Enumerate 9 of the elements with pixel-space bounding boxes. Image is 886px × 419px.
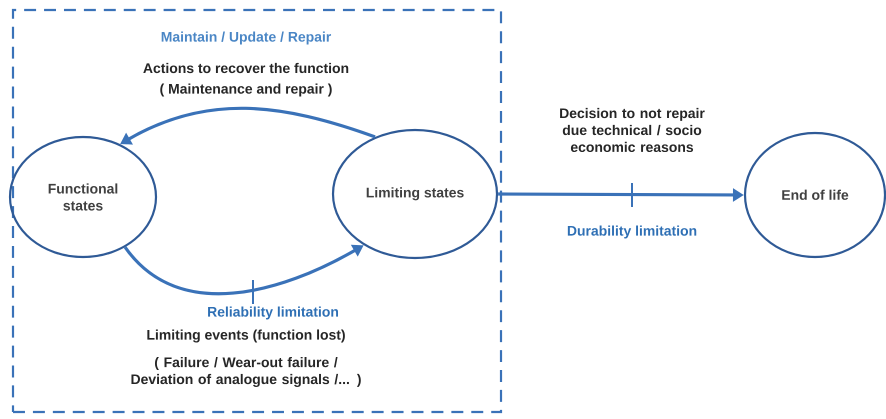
dashed-boundary	[12, 8, 502, 414]
note-text: ( Failure / Wear-out failure / Deviation of analogue signals /... )	[131, 357, 361, 387]
edge-label: Durability limitation	[568, 226, 696, 238]
note-text: ( Maintenance and repair )	[160, 84, 332, 96]
note-text: Limiting events (function lost)	[147, 329, 345, 343]
note-text: Decision to not repair due technical / socio economic reasons	[560, 108, 705, 152]
note-text: Actions to recover the function	[143, 62, 348, 74]
edge-label: Reliability limitation	[208, 306, 338, 320]
edge-label: Maintain / Update / Repair	[162, 32, 332, 44]
